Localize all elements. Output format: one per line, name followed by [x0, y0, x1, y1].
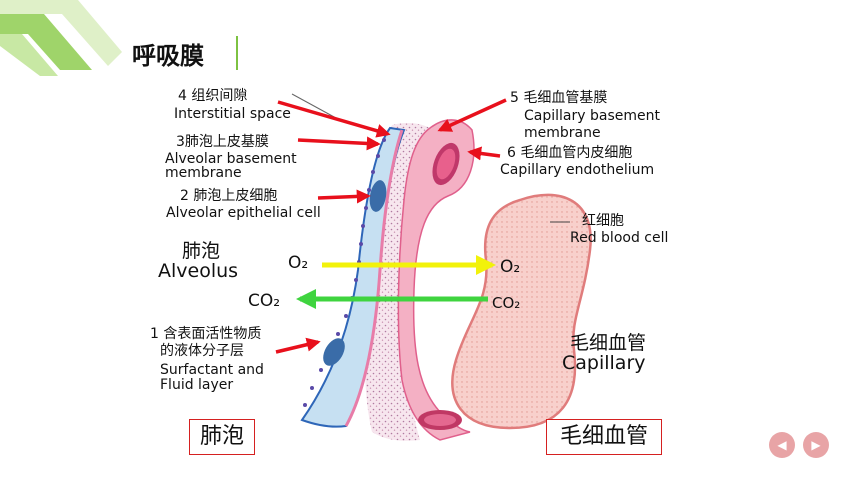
- label-cap-basement-en1: Capillary basement: [524, 108, 660, 124]
- corner-decoration: [0, 0, 122, 76]
- next-button[interactable]: ▶: [803, 432, 829, 458]
- arrow-interstitial: [277, 100, 391, 138]
- capillary-box: 毛细血管: [546, 419, 662, 455]
- arrow-alv-epithelial: [317, 189, 371, 204]
- label-cap-endo-en: Capillary endothelium: [500, 162, 655, 178]
- label-alv-basement-en2: membrane: [165, 165, 242, 181]
- arrow-cap-basement: [437, 98, 507, 132]
- title-divider: [236, 36, 238, 70]
- label-alv-basement-en1: Alveolar basement: [165, 151, 297, 167]
- label-alv-epi-cn: 2 肺泡上皮细胞: [180, 188, 278, 204]
- triangle-right-icon: ▶: [811, 438, 821, 452]
- arrow-surfactant: [275, 337, 321, 354]
- epithelial-nucleus: [323, 338, 345, 366]
- label-rbc-en: Red blood cell: [570, 230, 669, 246]
- arrow-alv-basement: [297, 136, 381, 151]
- triangle-left-icon: ◀: [777, 438, 787, 452]
- label-capillary-en: Capillary: [562, 352, 646, 374]
- label-surfactant-en2: Fluid layer: [160, 377, 234, 393]
- epithelial-nucleus: [369, 180, 387, 212]
- label-alveolus-en: Alveolus: [158, 260, 239, 282]
- prev-button[interactable]: ◀: [769, 432, 795, 458]
- label-surfactant-cn2: 的液体分子层: [160, 343, 244, 359]
- label-alveolus-cn: 肺泡: [182, 240, 221, 262]
- label-cap-basement-cn: 5 毛细血管基膜: [510, 90, 608, 106]
- label-surfactant-cn1: 1 含表面活性物质: [150, 326, 262, 342]
- label-interstitial-en: Interstitial space: [174, 106, 291, 122]
- arrow-cap-endothelium: [467, 146, 501, 161]
- label-alv-epi-en: Alveolar epithelial cell: [166, 205, 321, 221]
- label-o2-right: O₂: [500, 257, 521, 277]
- label-capillary-cn: 毛细血管: [570, 332, 647, 354]
- label-o2-left: O₂: [288, 253, 309, 273]
- label-rbc-cn: 红细胞: [582, 213, 624, 229]
- label-surfactant-en1: Surfactant and: [160, 362, 264, 378]
- label-co2-left: CO₂: [248, 291, 281, 311]
- slide-title: 呼吸膜: [132, 42, 204, 70]
- label-co2-right: CO₂: [492, 294, 521, 312]
- label-cap-endo-cn: 6 毛细血管内皮细胞: [507, 145, 633, 161]
- label-cap-basement-en2: membrane: [524, 125, 601, 141]
- label-alv-basement-cn: 3肺泡上皮基膜: [176, 134, 269, 150]
- alveolus-box: 肺泡: [189, 419, 255, 455]
- label-interstitial-cn: 4 组织间隙: [178, 88, 248, 104]
